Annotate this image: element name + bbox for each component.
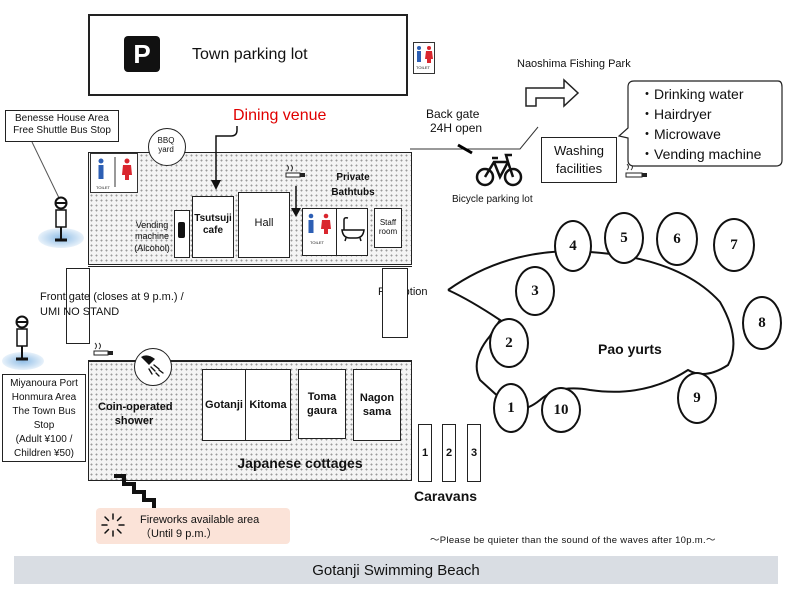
amenities-bubble [618, 80, 783, 167]
hall-label: Hall [254, 217, 274, 229]
bathtub-icon [341, 217, 365, 242]
yurt: 3 [515, 266, 555, 316]
stairs-icon [114, 474, 156, 508]
yurt: 1 [493, 383, 529, 433]
caravans-title: Caravans [414, 488, 478, 504]
fireworks-icon [101, 513, 125, 537]
shower-icon [134, 348, 172, 386]
yurt: 2 [489, 318, 529, 368]
reception [382, 268, 408, 338]
caravan: 1 [418, 424, 432, 482]
yurt: 4 [554, 220, 592, 272]
toilet-icon: TOILET [90, 153, 138, 193]
washing-facilities [541, 137, 617, 183]
back-gate-label: Back gate 24H open [426, 107, 483, 135]
caravan: 2 [442, 424, 456, 482]
yurt: 6 [656, 212, 698, 266]
parking-label: Town parking lot [192, 46, 308, 63]
bus-stop-glow [2, 352, 44, 370]
smoking-icon [625, 163, 647, 178]
yurt: 10 [541, 387, 581, 433]
amenity-item: ・Hairdryer [640, 106, 712, 122]
amenity-item: ・Drinking water [640, 86, 744, 102]
miyanoura-bus-stop [2, 374, 86, 462]
toilet-label: TOILET [310, 240, 324, 245]
parking-icon: P [124, 36, 160, 72]
beach-label: Gotanji Swimming Beach [312, 562, 480, 579]
amenity-item: ・Vending machine [640, 146, 762, 162]
dining-venue-label: Dining venue [233, 107, 327, 124]
cottage-gotanji: Gotanji [202, 369, 246, 441]
amenity-item: ・Microwave [640, 126, 721, 142]
fishing-park-arrow-icon [525, 78, 580, 108]
bus-stop-sign-icon [15, 315, 29, 361]
tsutsuji-cafe [192, 196, 234, 258]
amenities-list: ・Drinking water ・Hairdryer ・Microwave ・V… [640, 84, 761, 164]
vending-machine-icon [178, 222, 185, 238]
staff-room [374, 208, 402, 248]
toilet-icon [308, 213, 331, 234]
front-gate-label: Front gate (closes at 9 p.m.) /UMI NO ST… [40, 291, 184, 318]
pao-yurts-title: Pao yurts [598, 341, 662, 357]
toilet-icon: TOILET [413, 42, 435, 74]
bus-stop-sign-icon [54, 196, 68, 242]
bus-stop-connector [31, 142, 61, 201]
smoking-icon [93, 342, 113, 356]
front-gate-post [66, 268, 90, 344]
quiet-note: ～Please be quieter than the sound of the… [430, 535, 716, 546]
dining-arrow-icon [211, 126, 238, 190]
yurt: 5 [604, 212, 644, 264]
front-gate-line [88, 360, 412, 361]
fishing-park-label: Naoshima Fishing Park [517, 58, 631, 70]
down-arrow-icon [291, 186, 301, 217]
fireworks-area [96, 508, 290, 544]
yurt: 9 [677, 372, 717, 424]
bicycle-parking-label: Bicycle parking lot [452, 194, 533, 205]
vending-machine [174, 210, 190, 258]
cottage-kitoma: Kitoma [245, 369, 291, 441]
yurt: 7 [713, 218, 755, 272]
front-gate-line [88, 266, 412, 267]
hall [238, 192, 290, 258]
caravan: 3 [467, 424, 481, 482]
toilet-label: TOILET [96, 185, 110, 190]
bbq-yard [148, 128, 186, 166]
smoking-icon [285, 164, 305, 178]
benesse-bus-stop [5, 110, 119, 142]
cottages-title: Japanese cottages [237, 455, 363, 471]
bicycle-icon [475, 153, 523, 187]
divider [336, 208, 337, 256]
yurt: 8 [742, 296, 782, 350]
back-gate-path [410, 126, 539, 155]
beach-band [14, 556, 778, 584]
fireworks-label: Fireworks available area（Until 9 p.m.） [140, 514, 260, 540]
toilet-label: TOILET [416, 65, 430, 70]
